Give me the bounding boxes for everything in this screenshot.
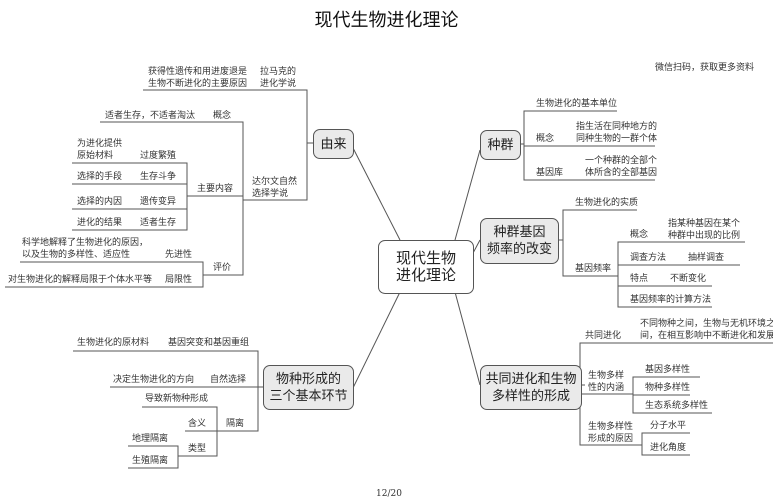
coevolution-detail: 不同物种之间，生物与无机环境之 间，在相互影响中不断进化和发展 (640, 319, 773, 341)
page-title: 现代生物进化理论 (314, 10, 459, 31)
darwin-concept-label: 概念 (213, 111, 232, 121)
evaluation-item-detail: 对生物进化的解释局限于个体水平等 (8, 275, 153, 285)
node-origin[interactable]: 由来 (313, 129, 354, 159)
selection-detail: 决定生物进化的方向 (113, 375, 195, 385)
essence-label: 生物进化的实质 (575, 198, 639, 208)
population-item: 基因库 (536, 168, 564, 178)
population-detail: 一个种群的全部个 体所含的全部基因 (585, 156, 658, 178)
main-item-label: 遗传变异 (140, 197, 177, 207)
isolation-type: 生殖隔离 (132, 456, 169, 466)
population-detail: 指生活在同种地方的 同种生物的一群个体 (576, 122, 658, 144)
node-coevolution[interactable]: 共同进化和生物 多样性的形成 (480, 365, 582, 410)
darwin-concept-detail: 适者生存，不适者淘汰 (105, 111, 196, 121)
mutation-label: 基因突变和基因重组 (168, 338, 250, 348)
central-topic[interactable]: 现代生物 进化理论 (378, 240, 474, 294)
isolation-label: 隔离 (226, 419, 245, 429)
isolation-types: 类型 (188, 444, 207, 454)
node-population[interactable]: 种群 (480, 130, 521, 160)
evaluation-item-label: 局限性 (165, 275, 193, 285)
main-item-label: 过度繁殖 (140, 151, 177, 161)
cause-label: 生物多样性 形成的原因 (588, 422, 634, 444)
gene-frequency-detail: 抽样调查 (688, 253, 725, 263)
main-item-detail: 选择的内因 (77, 197, 123, 207)
evaluation-label: 评价 (213, 263, 232, 273)
gene-frequency-item: 特点 (630, 274, 649, 284)
evaluation-item-label: 先进性 (165, 250, 193, 260)
connotation-item: 物种多样性 (645, 383, 691, 393)
node-speciation[interactable]: 物种形成的 三个基本环节 (263, 365, 354, 410)
lamarck-detail: 获得性遗传和用进废退是 生物不断进化的主要原因 (148, 67, 248, 89)
connotation-item: 生态系统多样性 (645, 401, 709, 411)
connotation-label: 生物多样 性的内涵 (588, 371, 625, 393)
cause-item: 进化角度 (650, 443, 687, 453)
isolation-meaning: 含义 (188, 419, 207, 429)
selection-label: 自然选择 (210, 375, 247, 385)
isolation-result: 导致新物种形成 (145, 394, 209, 404)
darwin-label: 达尔文自然 选择学说 (252, 177, 298, 199)
lamarck-label: 拉马克的 进化学说 (260, 67, 297, 89)
page-number: 12/20 (376, 489, 402, 499)
main-item-label: 适者生存 (140, 218, 177, 228)
gene-frequency-item: 调查方法 (630, 253, 667, 263)
main-item-detail: 进化的结果 (77, 218, 123, 228)
evaluation-item-detail: 科学地解释了生物进化的原因， 以及生物的多样性、适应性 (22, 238, 149, 260)
gene-frequency-detail: 不断变化 (670, 274, 707, 284)
cause-item: 分子水平 (650, 421, 687, 431)
population-item: 生物进化的基本单位 (536, 99, 618, 109)
main-item-detail: 选择的手段 (77, 172, 123, 182)
gene-frequency-item: 概念 (630, 230, 649, 240)
main-item-detail: 为进化提供 原始材料 (77, 139, 123, 161)
isolation-type: 地理隔离 (132, 434, 169, 444)
connotation-item: 基因多样性 (645, 365, 691, 375)
watermark-text: 微信扫码，获取更多资料 (655, 63, 755, 73)
gene-frequency-label: 基因频率 (575, 264, 612, 274)
gene-frequency-item: 基因频率的计算方法 (630, 295, 712, 305)
coevolution-label: 共同进化 (585, 331, 622, 341)
node-gene-frequency[interactable]: 种群基因 频率的改变 (480, 218, 559, 264)
main-content-label: 主要内容 (197, 184, 234, 194)
gene-frequency-detail: 指某种基因在某个 种群中出现的比例 (668, 219, 741, 241)
main-item-label: 生存斗争 (140, 172, 177, 182)
mutation-detail: 生物进化的原材料 (77, 338, 150, 348)
population-item: 概念 (536, 134, 555, 144)
